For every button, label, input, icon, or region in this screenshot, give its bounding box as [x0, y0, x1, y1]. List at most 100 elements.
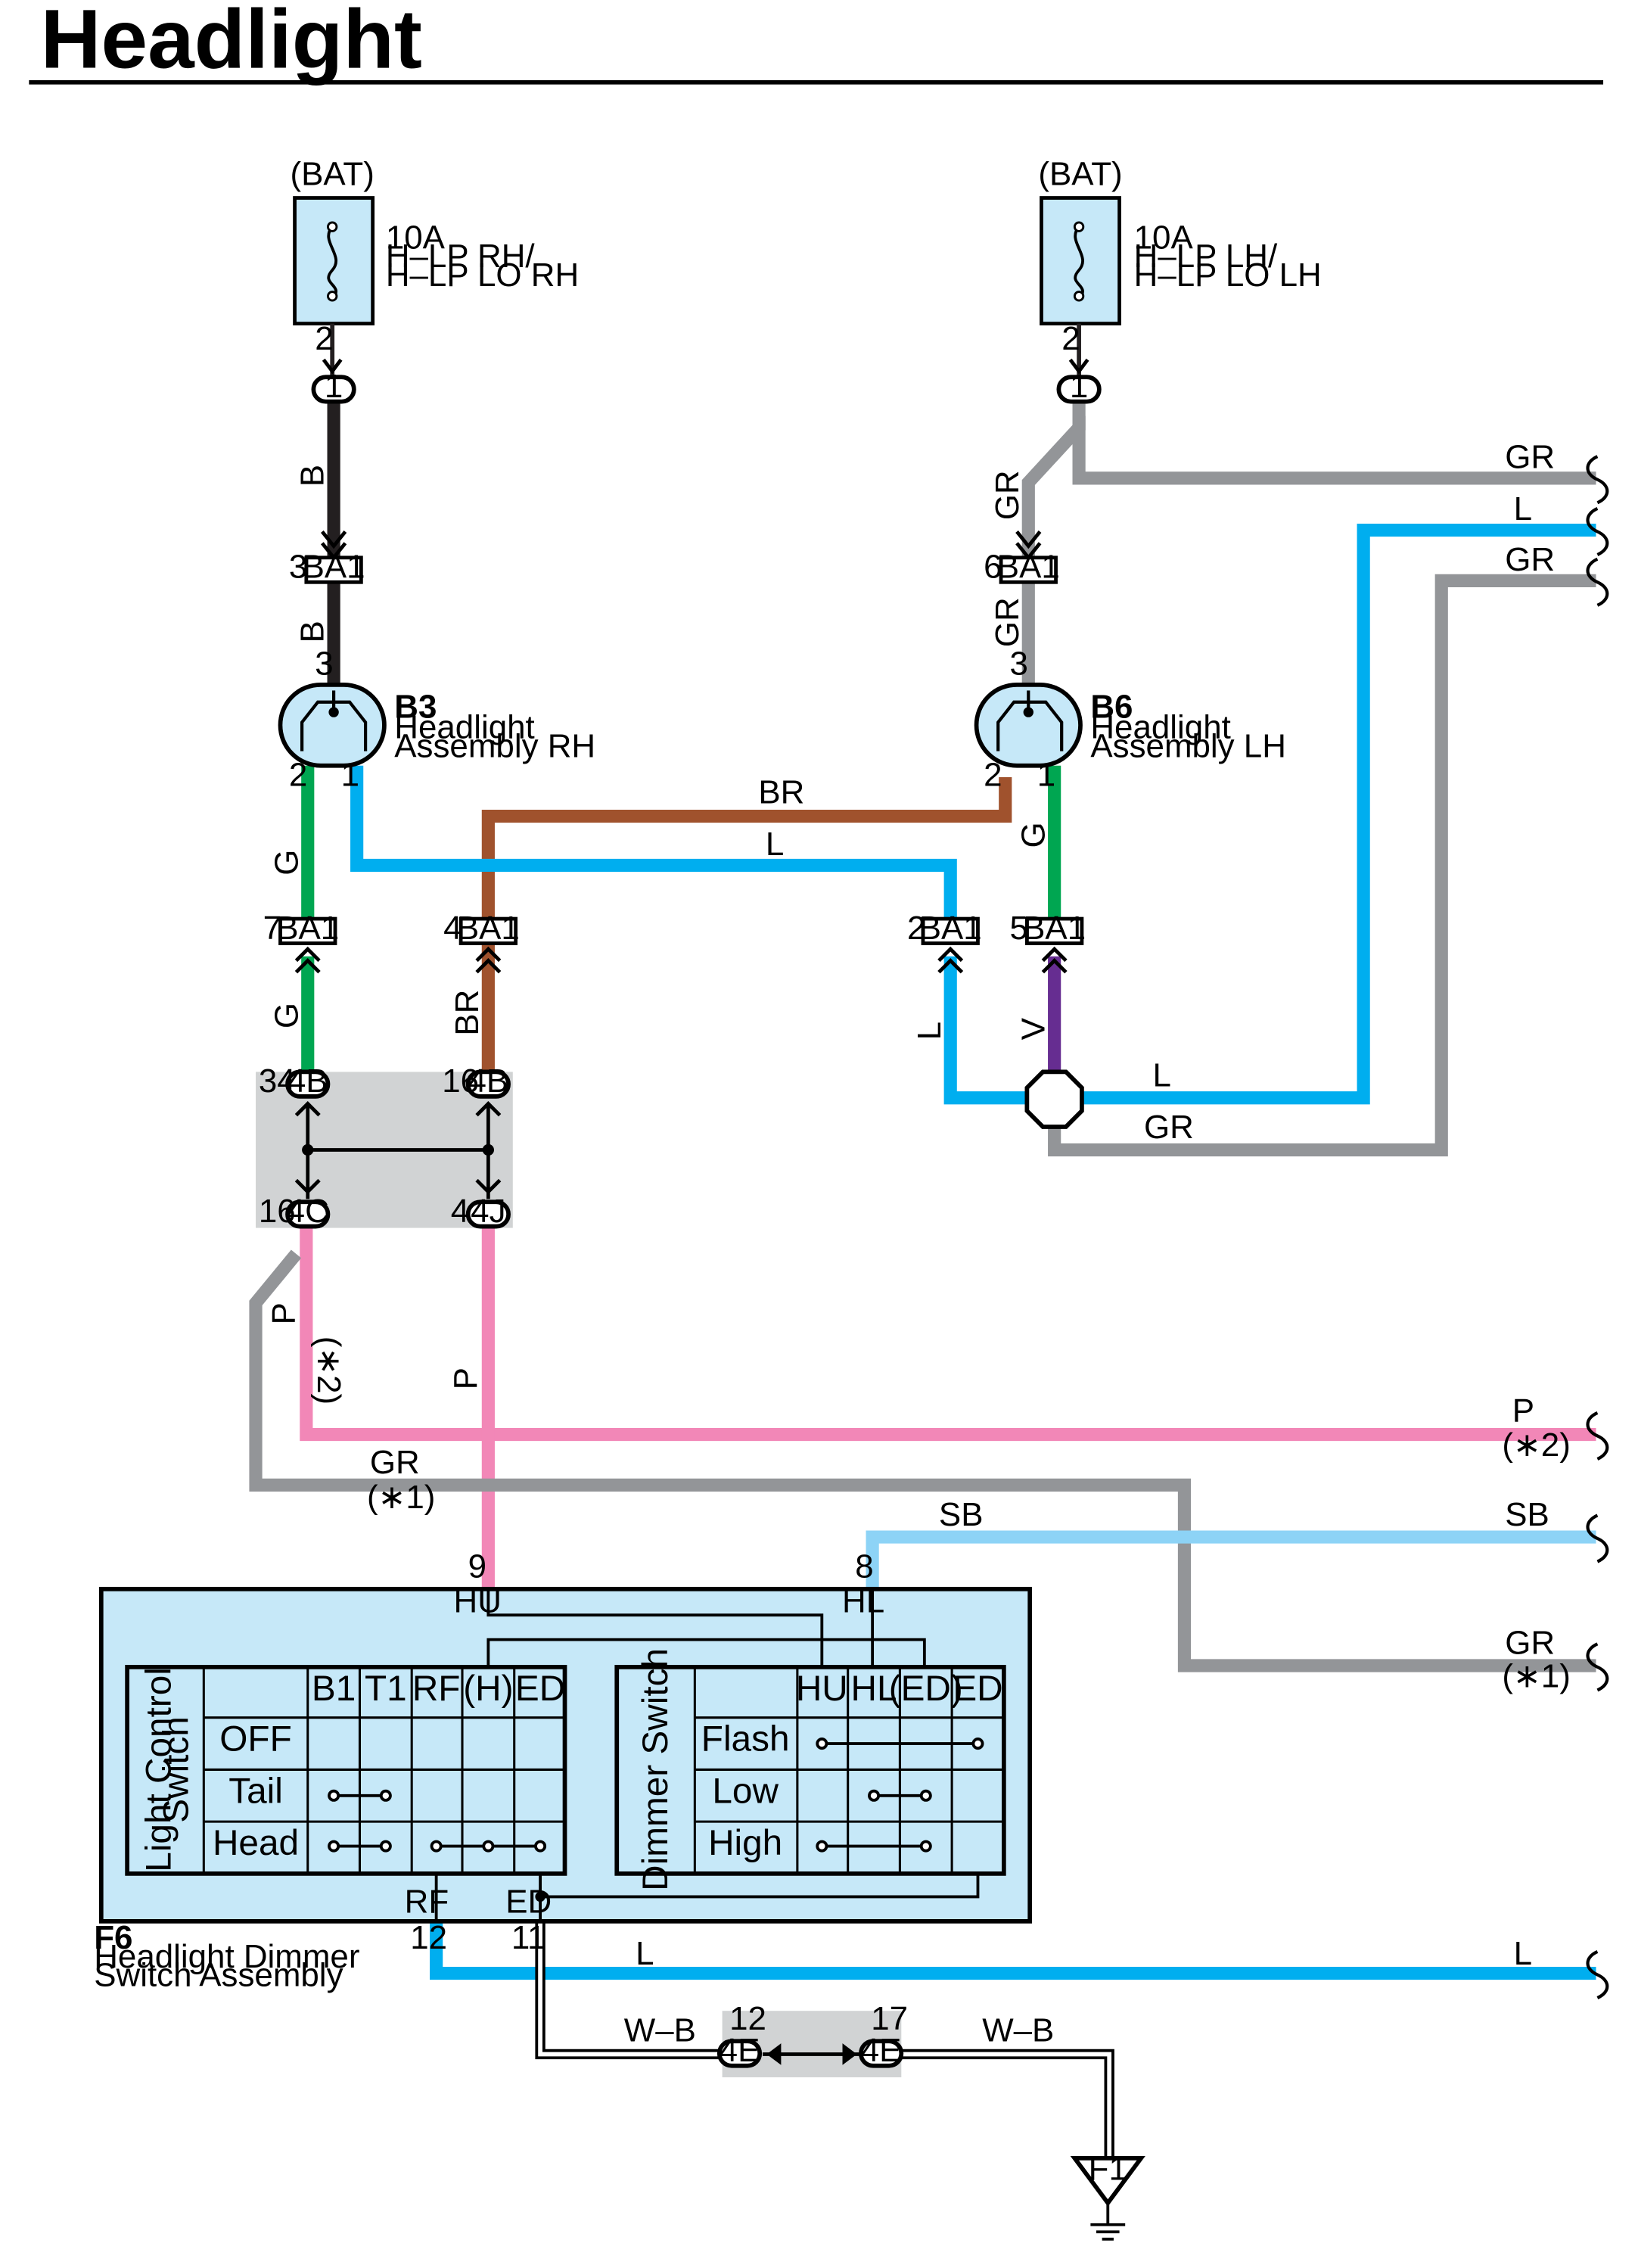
- page-title: Headlight: [41, 0, 422, 86]
- ground-f1: F1: [1070, 2151, 1145, 2241]
- junction-connector-4e: 4E 12 4E 17: [716, 2000, 908, 2078]
- fuse-lh-source: (BAT): [1038, 155, 1122, 192]
- svg-text:Headlight: Headlight: [1090, 708, 1230, 745]
- svg-text:B1: B1: [312, 1669, 356, 1709]
- fuse-rh-pin: 2: [315, 320, 333, 357]
- svg-text:Light Control: Light Control: [138, 1667, 179, 1872]
- svg-text:GR: GR: [370, 1444, 420, 1481]
- svg-text:(∗2): (∗2): [1502, 1426, 1570, 1464]
- svg-text:L: L: [1152, 1057, 1170, 1094]
- svg-text:GR: GR: [1144, 1109, 1194, 1146]
- svg-text:3: 3: [315, 645, 333, 682]
- svg-text:P: P: [266, 1302, 303, 1324]
- fuse-rh: (BAT) 10A H–LP RH/ H–LP LO RH 2: [291, 155, 579, 379]
- svg-text:B: B: [294, 465, 331, 487]
- svg-text:4J: 4J: [471, 1193, 505, 1230]
- svg-text:HU: HU: [796, 1669, 848, 1709]
- svg-text:Low: Low: [712, 1771, 779, 1811]
- svg-text:BA1: BA1: [303, 549, 365, 586]
- svg-text:BA1: BA1: [457, 910, 520, 947]
- svg-text:Flash: Flash: [701, 1719, 790, 1759]
- svg-text:12: 12: [410, 1919, 447, 1956]
- wire-labels: B B GR GR GR L GR BR L G G G BR L V L GR…: [266, 438, 1571, 2049]
- svg-text:2: 2: [984, 756, 1002, 793]
- fuse-rh-name1: H–LP RH/: [386, 238, 536, 275]
- svg-text:T1: T1: [365, 1669, 407, 1709]
- svg-text:BA1: BA1: [276, 910, 339, 947]
- svg-text:(∗1): (∗1): [367, 1479, 435, 1516]
- wire-l-right: [1080, 523, 1596, 1105]
- svg-text:Head: Head: [213, 1823, 299, 1863]
- connector-ba1-3: BA1 3: [289, 530, 365, 586]
- svg-text:L: L: [911, 1022, 948, 1040]
- wire-gr-right: [1048, 574, 1596, 1157]
- wire-sb: [866, 1530, 1596, 1589]
- headlight-rh-icon: [278, 682, 387, 768]
- svg-text:4E: 4E: [861, 2032, 902, 2069]
- svg-text:1: 1: [325, 368, 343, 405]
- svg-text:BR: BR: [758, 773, 804, 810]
- svg-text:Dimmer Switch: Dimmer Switch: [636, 1648, 676, 1891]
- svg-text:L: L: [1514, 490, 1532, 527]
- wire-wb: [535, 1921, 1114, 2158]
- svg-text:9: 9: [468, 1548, 486, 1585]
- svg-text:BA1: BA1: [919, 910, 982, 947]
- fuse-rh-source: (BAT): [291, 155, 375, 192]
- svg-text:2: 2: [289, 756, 307, 793]
- wire-gr-lh-upper: [1021, 401, 1086, 561]
- svg-text:BR: BR: [449, 990, 486, 1036]
- svg-text:RF: RF: [405, 1883, 449, 1920]
- svg-text:16: 16: [259, 1193, 296, 1230]
- light-control-switch-table: Light Control Switch B1 T1 RF (H) ED OFF…: [125, 1665, 567, 1876]
- svg-text:1: 1: [1070, 368, 1088, 405]
- svg-text:L: L: [766, 826, 784, 863]
- svg-text:Switch Assembly: Switch Assembly: [94, 1957, 343, 1994]
- svg-text:G: G: [268, 1003, 305, 1028]
- wire-l-splice: [943, 956, 1029, 1105]
- svg-text:2: 2: [907, 910, 925, 947]
- dimmer-switch-assembly: 9 8 HU HL: [94, 1548, 1033, 1994]
- fuse-rh-name2: H–LP LO RH: [386, 257, 579, 294]
- svg-text:GR: GR: [1505, 541, 1555, 578]
- svg-text:3: 3: [289, 549, 307, 586]
- terminal-lh: 1: [1056, 368, 1102, 405]
- fuse-rh-amp: 10A: [386, 219, 446, 256]
- svg-text:G: G: [1015, 822, 1052, 848]
- svg-text:4: 4: [443, 910, 462, 947]
- wires: [249, 390, 1596, 2158]
- svg-text:Headlight Dimmer: Headlight Dimmer: [94, 1938, 359, 1975]
- svg-text:L: L: [636, 1935, 654, 1972]
- svg-text:5: 5: [1009, 910, 1027, 947]
- svg-text:1: 1: [341, 756, 359, 793]
- svg-text:Switch: Switch: [156, 1716, 196, 1823]
- headlight-lh-icon: [974, 682, 1083, 768]
- wire-br-upper: [481, 776, 1012, 919]
- fuse-rh-icon: [327, 226, 338, 300]
- svg-text:Assembly RH: Assembly RH: [394, 727, 595, 764]
- svg-text:4B: 4B: [288, 1062, 328, 1100]
- svg-text:High: High: [708, 1823, 782, 1863]
- svg-text:HU: HU: [454, 1582, 502, 1619]
- svg-text:GR: GR: [1505, 1625, 1555, 1662]
- svg-text:F1: F1: [1089, 2151, 1127, 2188]
- svg-text:4: 4: [451, 1193, 469, 1230]
- svg-text:7: 7: [263, 910, 281, 947]
- svg-text:V: V: [1015, 1017, 1052, 1040]
- ground-icon: [1070, 2156, 1145, 2207]
- svg-text:W–B: W–B: [624, 2011, 696, 2049]
- svg-text:16: 16: [442, 1062, 479, 1100]
- fuse-lh-name1: H–LP LH/: [1134, 238, 1278, 275]
- svg-text:W–B: W–B: [982, 2011, 1054, 2049]
- wire-l-rf: [430, 1921, 1596, 1980]
- connector-ba1-6: BA1 6: [984, 530, 1060, 586]
- svg-text:P: P: [1512, 1392, 1534, 1429]
- dimmer-switch-table: Dimmer Switch HU HL (ED) ED Flash Low Hi…: [614, 1648, 1006, 1891]
- wire-l-rh: [350, 765, 957, 919]
- splice-octagon: [1024, 1069, 1084, 1129]
- svg-text:HL: HL: [842, 1582, 884, 1619]
- connector-ba1-5: BA1 5: [1009, 910, 1086, 974]
- svg-text:4B: 4B: [468, 1062, 509, 1100]
- connector-ba1-2: BA1 2: [907, 910, 982, 974]
- terminal-rh: 1: [311, 368, 356, 405]
- fuse-lh-name2: H–LP LO LH: [1134, 257, 1322, 294]
